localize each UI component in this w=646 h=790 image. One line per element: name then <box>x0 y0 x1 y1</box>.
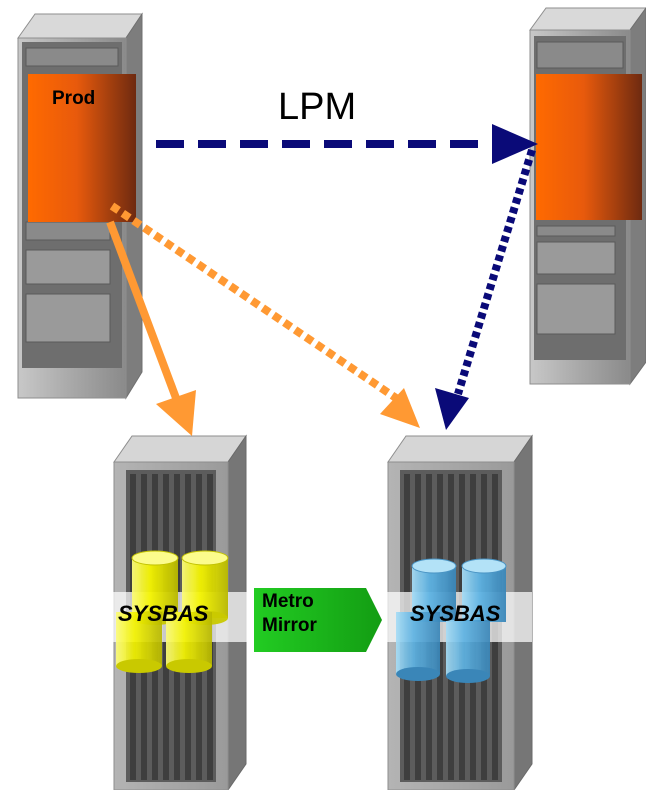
sysbas-target-label: SYSBAS <box>410 601 501 626</box>
disk-cylinder <box>446 620 490 683</box>
metro-mirror-line1: Metro <box>262 591 314 612</box>
migrated-lpar-partition <box>536 74 642 220</box>
prod-lpar-partition <box>28 74 136 222</box>
metro-mirror-label: Metro Mirror <box>262 590 317 638</box>
metro-mirror-arrow <box>254 588 382 652</box>
disk-cylinder <box>396 612 440 681</box>
disk-cylinder <box>166 612 212 673</box>
disk-cylinder <box>461 558 507 622</box>
lpm-label: LPM <box>278 86 357 128</box>
sysbas-source-label: SYSBAS <box>118 601 209 626</box>
prod-label: Prod <box>52 88 96 109</box>
disk-cylinder <box>116 612 162 673</box>
source-storage-link-arrow <box>106 220 196 436</box>
sysbas-disks-target <box>396 558 507 683</box>
sysbas-disks-source <box>116 550 229 673</box>
metro-mirror-line2: Mirror <box>262 615 317 636</box>
prod-to-target-storage-arrow <box>109 202 420 428</box>
target-storage-link-arrow <box>435 148 536 430</box>
lpm-migration-arrow <box>156 124 538 164</box>
